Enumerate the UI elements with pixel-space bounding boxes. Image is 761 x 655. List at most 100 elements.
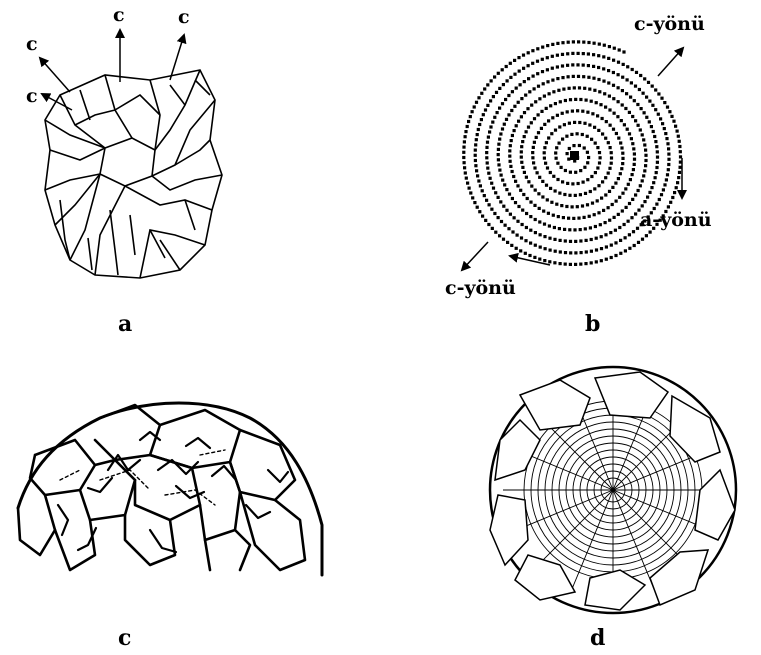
spiral-dot <box>513 216 516 219</box>
spiral-dot <box>607 69 610 72</box>
spiral-dot <box>637 241 640 244</box>
spiral-dot <box>666 142 669 145</box>
spiral-dot <box>556 77 559 80</box>
spiral-dot <box>586 203 589 206</box>
spiral-dot <box>464 130 467 133</box>
spiral-dot <box>486 161 489 164</box>
spiral-dot <box>640 107 643 110</box>
spiral-dot <box>538 207 541 210</box>
spiral-dot <box>648 191 651 194</box>
spiral-dot <box>621 157 624 160</box>
spiral-dot <box>543 95 546 98</box>
spiral-dot <box>543 235 546 238</box>
spiral-dot <box>557 215 560 218</box>
spiral-dot <box>582 75 585 78</box>
spiral-dot <box>560 204 563 207</box>
spiral-dot <box>634 85 637 88</box>
spiral-dot <box>551 67 554 70</box>
spiral-dot <box>663 183 666 186</box>
spiral-dot <box>588 215 591 218</box>
spiral-dot <box>552 90 555 93</box>
spiral-dot <box>498 107 501 110</box>
spiral-dot <box>644 159 647 162</box>
spiral-dot <box>508 155 511 158</box>
spiral-dot <box>562 216 565 219</box>
spiral-dot <box>534 231 537 234</box>
spiral-dot <box>531 62 534 65</box>
spiral-dot <box>487 223 490 226</box>
spiral-dot <box>478 123 481 126</box>
spiral-dot <box>610 162 613 165</box>
spiral-dot <box>520 156 523 159</box>
spiral-dot <box>494 191 497 194</box>
spiral-dot <box>469 115 472 118</box>
spiral-dot <box>513 73 516 76</box>
spiral-dot <box>566 152 569 155</box>
spiral-dot <box>624 236 627 239</box>
spiral-dot <box>547 119 550 122</box>
spiral-dot <box>544 162 547 165</box>
spiral-dot <box>602 55 605 58</box>
spiral-dot <box>612 84 615 87</box>
spiral-dot <box>645 116 648 119</box>
spiral-dot <box>602 67 605 70</box>
spiral-dot <box>621 103 624 106</box>
spiral-dot <box>516 184 519 187</box>
spiral-dot <box>465 177 468 180</box>
spiral-dot <box>613 112 616 115</box>
spiral-dot <box>559 239 562 242</box>
spiral-dot <box>617 73 620 76</box>
spiral-dot <box>533 166 536 169</box>
spiral-dot <box>633 152 636 155</box>
spiral-dot <box>621 152 624 155</box>
spiral-dot <box>599 156 602 159</box>
spiral-dot <box>554 151 557 154</box>
spiral-dot <box>559 250 562 253</box>
spiral-dot <box>493 116 496 119</box>
spiral-dot <box>547 136 550 139</box>
spiral-dot <box>484 108 487 111</box>
spiral-dot <box>533 204 536 207</box>
spiral-dot <box>530 121 533 124</box>
spiral-dot <box>561 180 564 183</box>
spiral-dot <box>573 121 576 124</box>
spiral-dot <box>545 107 548 110</box>
spiral-dot <box>639 184 642 187</box>
spiral-dot <box>566 64 569 67</box>
spiral-dot <box>656 156 659 159</box>
spiral-dot <box>551 116 554 119</box>
spiral-dot <box>549 104 552 107</box>
spiral-dot <box>546 68 549 71</box>
spiral-dot <box>486 104 489 107</box>
spiral-dot <box>569 171 572 174</box>
spiral-dot <box>595 248 598 251</box>
spiral-dot <box>509 160 512 163</box>
spiral-dot <box>609 146 612 149</box>
spiral-dot <box>521 166 524 169</box>
spiral-dot <box>612 97 615 100</box>
spiral-dot <box>576 109 579 112</box>
spiral-dot <box>661 122 664 125</box>
spiral-dot <box>464 171 467 174</box>
spiral-dot <box>493 75 496 78</box>
spiral-dot <box>509 62 512 65</box>
spiral-dot <box>617 86 620 89</box>
spiral-dot <box>593 42 596 45</box>
spiral-dot <box>486 83 489 86</box>
spiral-dot <box>484 219 487 222</box>
spiral-dot <box>554 250 557 253</box>
spiral-dot <box>666 173 669 176</box>
spiral-dot <box>657 92 660 95</box>
spiral-dot <box>485 146 488 149</box>
spiral-dot <box>607 81 610 84</box>
spiral-dot <box>505 188 508 191</box>
spiral-dot <box>485 156 488 159</box>
spiral-dot <box>672 120 675 123</box>
spiral-dot <box>519 83 522 86</box>
spiral-dot <box>663 101 666 104</box>
spiral-dot <box>493 212 496 215</box>
spiral-dot <box>559 100 562 103</box>
spiral-dot <box>621 192 624 195</box>
spiral-dot <box>602 209 605 212</box>
spiral-dot <box>619 239 622 242</box>
